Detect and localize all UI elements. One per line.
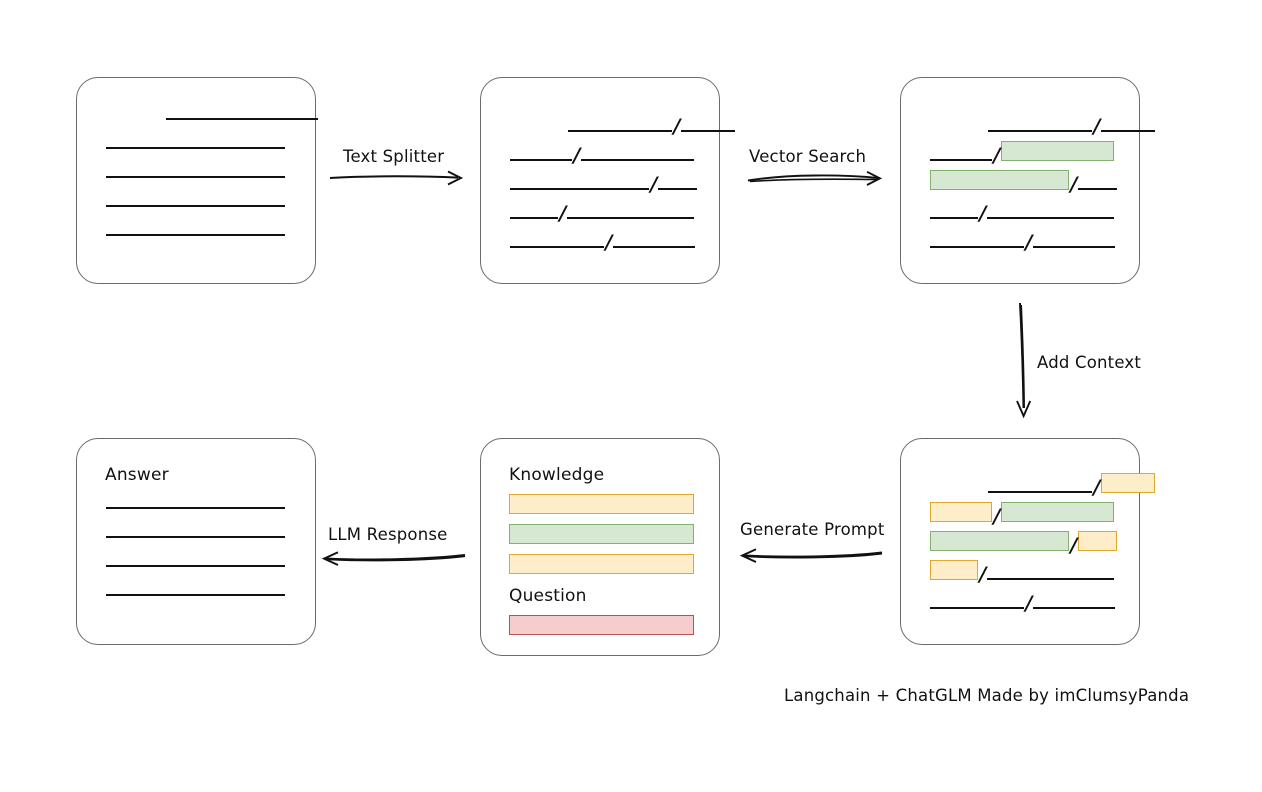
segment-separator: / xyxy=(979,562,987,586)
chunk-row: / xyxy=(930,226,1116,254)
knowledge-bar xyxy=(509,554,694,574)
text-segment xyxy=(1033,231,1116,248)
chunk-row: / xyxy=(510,197,695,225)
text-segment xyxy=(988,476,1092,493)
segment-separator: / xyxy=(993,143,1001,167)
question-bar xyxy=(509,615,694,635)
document-line xyxy=(166,118,318,120)
green-highlight-segment xyxy=(1001,502,1115,522)
chunk-row: / xyxy=(930,529,1118,557)
yellow-highlight-segment xyxy=(930,502,992,522)
source-document-box xyxy=(76,77,318,284)
prompt-box: Knowledge Question xyxy=(480,438,720,656)
answer-box: Answer xyxy=(76,438,316,645)
segment-separator: / xyxy=(993,504,1001,528)
green-highlight-segment xyxy=(930,170,1069,190)
document-line xyxy=(106,565,285,567)
text-segment xyxy=(930,231,1024,248)
add-context-arrow xyxy=(1016,302,1032,419)
vector-search-arrow xyxy=(747,170,883,186)
llm-response-arrow xyxy=(321,551,466,566)
chunk-row: / xyxy=(510,168,698,196)
chunk-row: / xyxy=(930,500,1115,528)
knowledge-label: Knowledge xyxy=(509,465,605,485)
segment-separator: / xyxy=(605,230,613,254)
document-line xyxy=(106,176,285,178)
text-splitter-arrow xyxy=(329,170,464,186)
chunk-row: / xyxy=(930,139,1115,167)
generate-prompt-label: Generate Prompt xyxy=(740,520,885,539)
vector-search-label: Vector Search xyxy=(749,147,867,166)
text-segment xyxy=(581,144,695,161)
green-highlight-segment xyxy=(1001,141,1115,161)
segment-separator: / xyxy=(1025,591,1033,615)
segment-separator: / xyxy=(979,201,987,225)
add-context-label: Add Context xyxy=(1037,353,1142,372)
text-segment xyxy=(658,173,698,190)
document-line xyxy=(106,507,285,509)
text-segment xyxy=(613,231,696,248)
yellow-highlight-segment xyxy=(930,560,978,580)
yellow-highlight-segment xyxy=(1101,473,1156,493)
text-segment xyxy=(930,144,992,161)
segment-separator: / xyxy=(1070,172,1078,196)
text-segment xyxy=(567,202,695,219)
chunk-row: / xyxy=(930,587,1116,615)
text-segment xyxy=(987,202,1115,219)
text-segment xyxy=(681,115,736,132)
text-segment xyxy=(1078,173,1118,190)
document-line xyxy=(106,536,285,538)
document-line xyxy=(106,594,285,596)
document-line xyxy=(106,234,285,236)
text-segment xyxy=(510,231,604,248)
split-chunks-box: / / / / / xyxy=(480,77,736,284)
yellow-highlight-segment xyxy=(1078,531,1118,551)
chunk-row: / xyxy=(988,471,1156,499)
segment-separator: / xyxy=(559,201,567,225)
knowledge-bar xyxy=(509,524,694,544)
text-segment xyxy=(987,563,1115,580)
text-segment xyxy=(930,592,1024,609)
answer-label: Answer xyxy=(105,465,169,485)
text-segment xyxy=(1101,115,1156,132)
text-segment xyxy=(510,173,649,190)
generate-prompt-arrow xyxy=(739,548,883,563)
segment-separator: / xyxy=(573,143,581,167)
chunk-row: / xyxy=(930,197,1115,225)
document-line xyxy=(106,205,285,207)
chunk-row: / xyxy=(510,226,696,254)
segment-separator: / xyxy=(673,114,681,138)
knowledge-bar xyxy=(509,494,694,514)
matched-chunks-box: / / / / / xyxy=(900,77,1156,284)
text-segment xyxy=(1033,592,1116,609)
green-highlight-segment xyxy=(930,531,1069,551)
segment-separator: / xyxy=(1025,230,1033,254)
text-segment xyxy=(510,202,558,219)
chunk-row: / xyxy=(930,168,1118,196)
question-label: Question xyxy=(509,586,587,606)
segment-separator: / xyxy=(1070,533,1078,557)
text-segment xyxy=(568,115,672,132)
text-segment xyxy=(988,115,1092,132)
chunk-row: / xyxy=(988,110,1156,138)
document-line xyxy=(106,147,285,149)
chunk-row: / xyxy=(930,558,1115,586)
segment-separator: / xyxy=(1093,475,1101,499)
context-chunks-box: / / / / / xyxy=(900,438,1156,645)
chunk-row: / xyxy=(510,139,695,167)
text-segment xyxy=(510,144,572,161)
llm-response-label: LLM Response xyxy=(328,525,448,544)
chunk-row: / xyxy=(568,110,736,138)
segment-separator: / xyxy=(1093,114,1101,138)
footer-credit: Langchain + ChatGLM Made by imClumsyPand… xyxy=(784,686,1190,705)
text-segment xyxy=(930,202,978,219)
segment-separator: / xyxy=(650,172,658,196)
text-splitter-label: Text Splitter xyxy=(343,147,445,166)
